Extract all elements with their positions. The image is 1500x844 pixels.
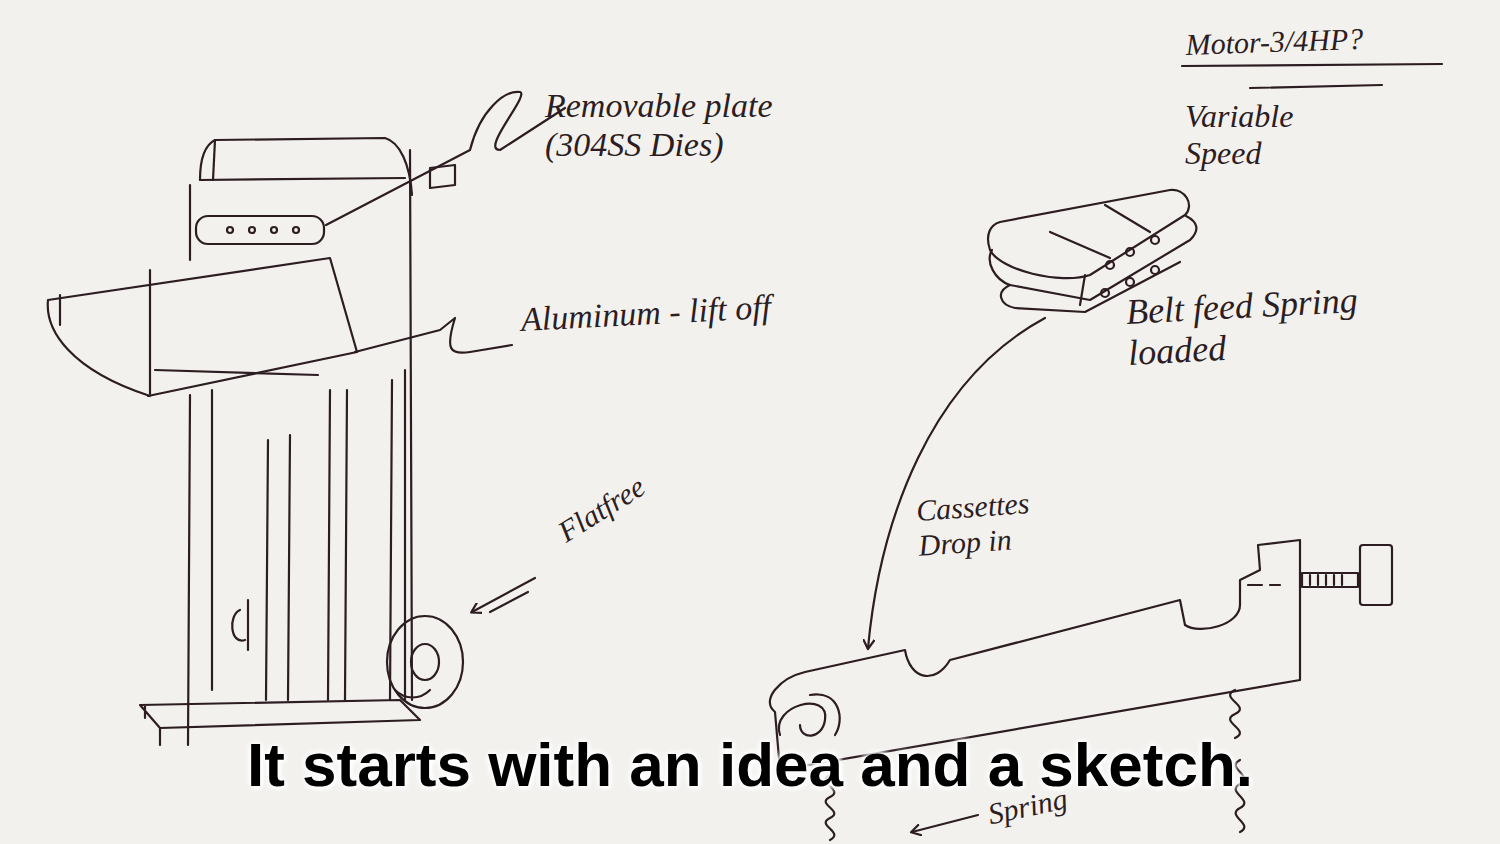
screw-thread (1310, 575, 1342, 585)
annotation-label: Belt feed Spring loaded (1125, 277, 1409, 374)
belt-feed-cassette (988, 190, 1189, 278)
adjust-knob (1360, 545, 1392, 605)
leader-line (355, 318, 512, 353)
leader-line (326, 92, 565, 225)
leader-arrow (472, 578, 535, 612)
flat-free-wheel (387, 616, 463, 708)
aluminum-tray (48, 258, 357, 396)
leader-arrow (912, 815, 978, 832)
belt-hole (1126, 278, 1134, 286)
die-hole (293, 227, 299, 233)
die-plate (196, 216, 324, 244)
annotation-label: Motor-3/4HP? (1185, 22, 1364, 63)
annotation-label: Aluminum - lift off (520, 287, 772, 339)
belt-feed-cassette (990, 216, 1197, 300)
die-hole (227, 227, 233, 233)
machine-hood (213, 140, 215, 180)
flat-free-wheel (411, 644, 439, 680)
annotation-label: Variable Speed (1185, 98, 1355, 172)
machine-hood (200, 138, 412, 195)
annotation-label: Cassettes Drop in (915, 481, 1099, 562)
belt-hole (1106, 261, 1114, 269)
machine-body (190, 178, 405, 260)
belt-hole (1126, 248, 1134, 256)
aluminum-tray (60, 270, 318, 394)
belt-hole (1101, 289, 1109, 297)
belt-line (1050, 205, 1150, 305)
machine-frame (188, 370, 405, 745)
machine-handle (232, 600, 248, 650)
cassette-detail (1248, 584, 1280, 586)
leader-line (490, 592, 528, 612)
belt-hole (1151, 236, 1159, 244)
flat-free-wheel (395, 690, 430, 698)
die-hole (271, 227, 277, 233)
annotation-label: Removable plate (304SS Dies) (545, 86, 780, 164)
die-hole (249, 227, 255, 233)
underline (1182, 64, 1442, 88)
annotation-label: Flatfree (552, 469, 651, 549)
belt-hole (1151, 266, 1159, 274)
adjust-screw (1302, 573, 1358, 587)
caption: It starts with an idea and a sketch. (0, 729, 1500, 800)
pointer-arrow (868, 318, 1045, 648)
